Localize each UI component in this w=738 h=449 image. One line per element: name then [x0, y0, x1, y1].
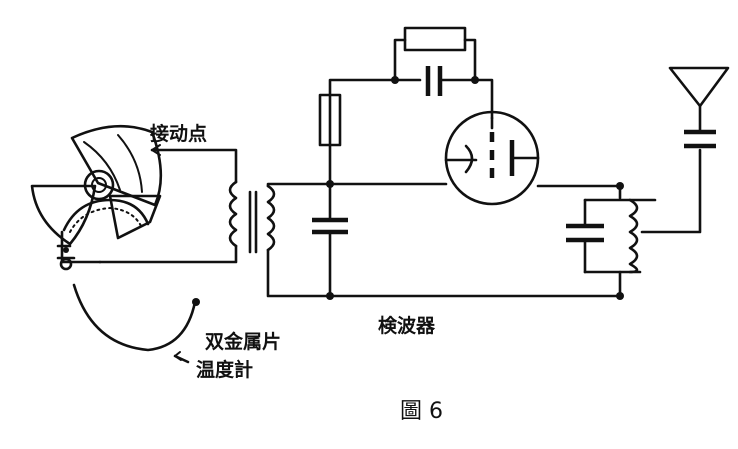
bimetal-thermometer: [30, 124, 200, 364]
detector-label: 検波器: [378, 314, 436, 337]
pointer-arc: [72, 283, 197, 352]
tank-circuit: [566, 148, 702, 300]
secondary-coil: [266, 184, 276, 252]
grid-resistor: [318, 93, 342, 147]
bimetal-coil: [62, 198, 150, 232]
antenna-icon: [668, 66, 730, 108]
detector-circuit: [312, 26, 622, 300]
upper-vane: [70, 124, 163, 207]
figure-caption: 圖 6: [400, 399, 443, 424]
contact-wiring: [98, 144, 238, 264]
left-vane: [30, 184, 97, 246]
hub: [83, 169, 115, 201]
antenna: [668, 66, 730, 149]
primary-coil: [228, 180, 238, 248]
bimetal-label: 双金属片: [205, 330, 281, 353]
transformer: [228, 180, 332, 298]
grid-leak-resistor: [403, 26, 467, 52]
tank-coil: [628, 198, 639, 274]
contact-label: 接动点: [150, 123, 207, 145]
thermometer-label: 温度計: [196, 358, 253, 381]
pointer-pivot: [192, 298, 200, 306]
